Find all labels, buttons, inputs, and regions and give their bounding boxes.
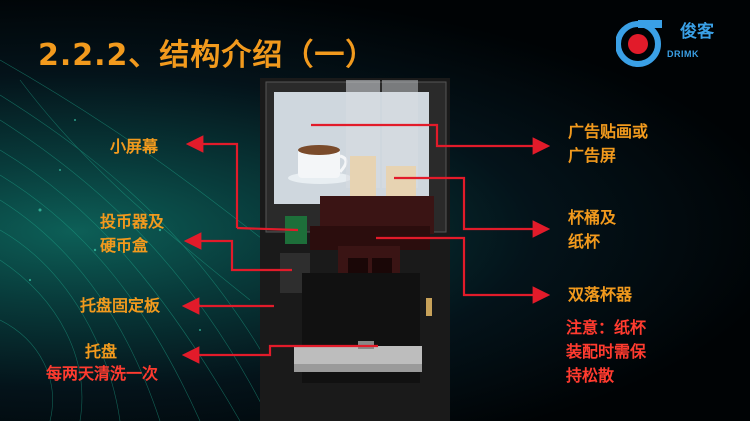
label-coin-mechanism: 投币器及 硬币盒 [100, 210, 164, 258]
label-cup-line1: 杯桶及 [568, 208, 617, 227]
logo-text-en: DRIMK [667, 49, 699, 59]
label-note-line3: 持松散 [566, 366, 615, 385]
label-coin-line1: 投币器及 [100, 212, 165, 231]
label-tray: 托盘 [85, 342, 118, 361]
label-note: 注意：纸杯 装配时需保 持松散 [566, 316, 646, 388]
label-tray-plate: 托盘固定板 [80, 296, 161, 315]
label-note-line2: 装配时需保 [566, 342, 647, 361]
vending-machine-image [260, 78, 450, 421]
logo-text-cn: 俊客 [680, 22, 714, 42]
slide-title: 2.2.2、结构介绍（一） [38, 38, 377, 73]
label-ad-line1: 广告贴画或 [568, 122, 649, 141]
label-note-line1: 注意：纸杯 [566, 318, 647, 337]
label-cup-dispenser: 双落杯器 [568, 285, 633, 304]
label-ad-line2: 广告屏 [568, 146, 617, 165]
logo-icon [616, 20, 662, 67]
coffee-cup-icon [288, 145, 352, 184]
label-cup-line2: 纸杯 [568, 232, 601, 251]
label-coin-line2: 硬币盒 [100, 236, 149, 255]
label-small-screen: 小屏幕 [110, 137, 159, 156]
label-cup-tube: 杯桶及 纸杯 [568, 206, 616, 254]
label-ad-sticker: 广告贴画或 广告屏 [568, 120, 648, 168]
label-tray-note: 每两天清洗一次 [46, 364, 159, 383]
